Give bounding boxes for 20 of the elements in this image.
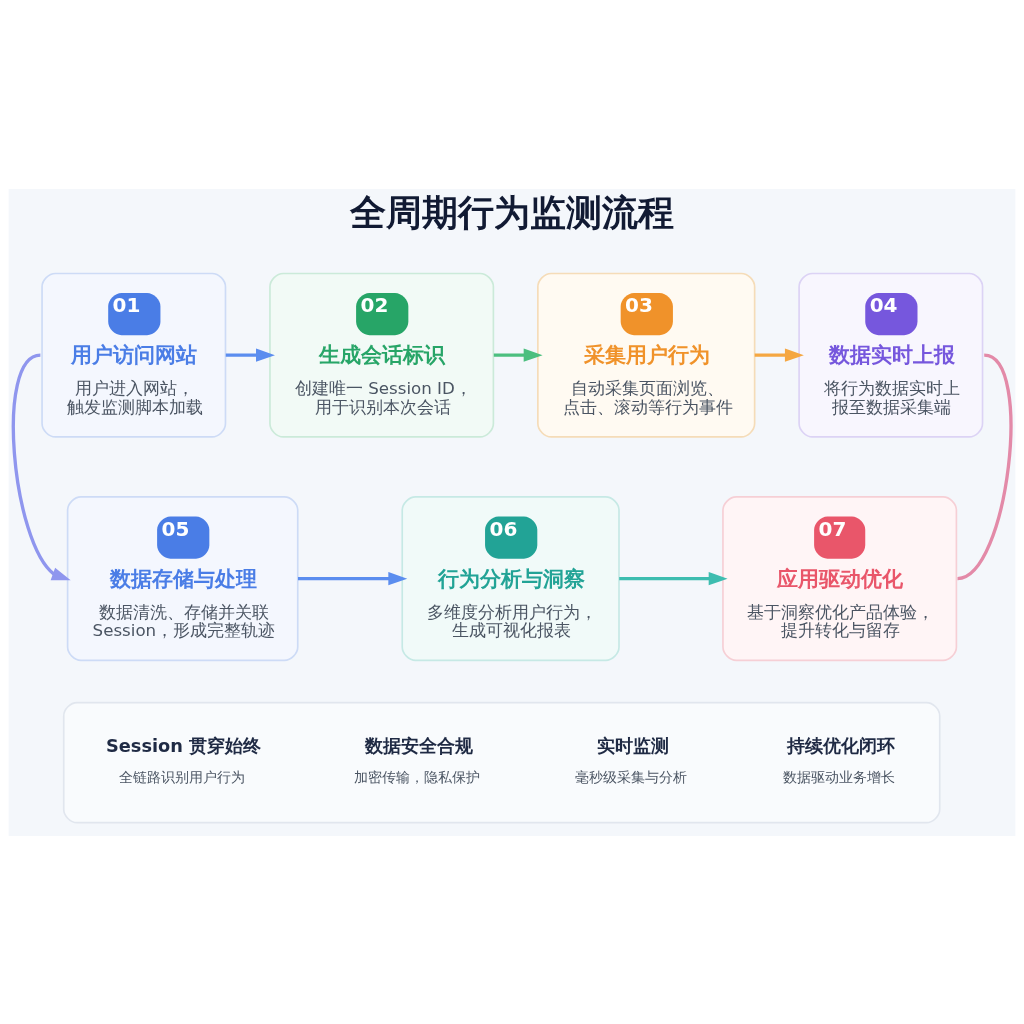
node-text: Session 贯穿始终 全链路识别用户行为: [105, 734, 262, 785]
node-text: 实时监测 毫秒级采集与分析: [575, 734, 688, 785]
connector: [956, 353, 1013, 580]
node-box: 01 用户访问网站 用户进入网站，触发监测脚本加载: [41, 272, 227, 438]
diagram-title: 全周期行为监测流程: [350, 191, 675, 233]
arrow: [493, 348, 543, 362]
node-box: 03 采集用户行为 自动采集页面浏览、点击、滚动等行为事件: [537, 272, 756, 438]
arrow: [754, 348, 804, 362]
node-box: 05 数据存储与处理 数据清洗、存储并关联Session，形成完整轨迹: [66, 495, 299, 661]
node-box: 06 行为分析与洞察 多维度分析用户行为，生成可视化报表: [401, 495, 620, 661]
cluster: [62, 701, 941, 823]
node-text: 持续优化闭环 数据驱动业务增长: [782, 734, 896, 785]
arrow: [297, 571, 408, 585]
arrow: [225, 348, 275, 362]
node-box: 04 数据实时上报 将行为数据实时上报至数据采集端: [798, 272, 984, 438]
arrow: [11, 353, 71, 580]
arrow: [619, 571, 728, 585]
node-box: 02 生成会话标识 创建唯一 Session ID，用于识别本次会话: [269, 272, 495, 438]
node-text: 数据安全合规 加密传输，隐私保护: [353, 734, 480, 785]
node-box: 07 应用驱动优化 基于洞察优化产品体验，提升转化与留存: [722, 495, 958, 661]
